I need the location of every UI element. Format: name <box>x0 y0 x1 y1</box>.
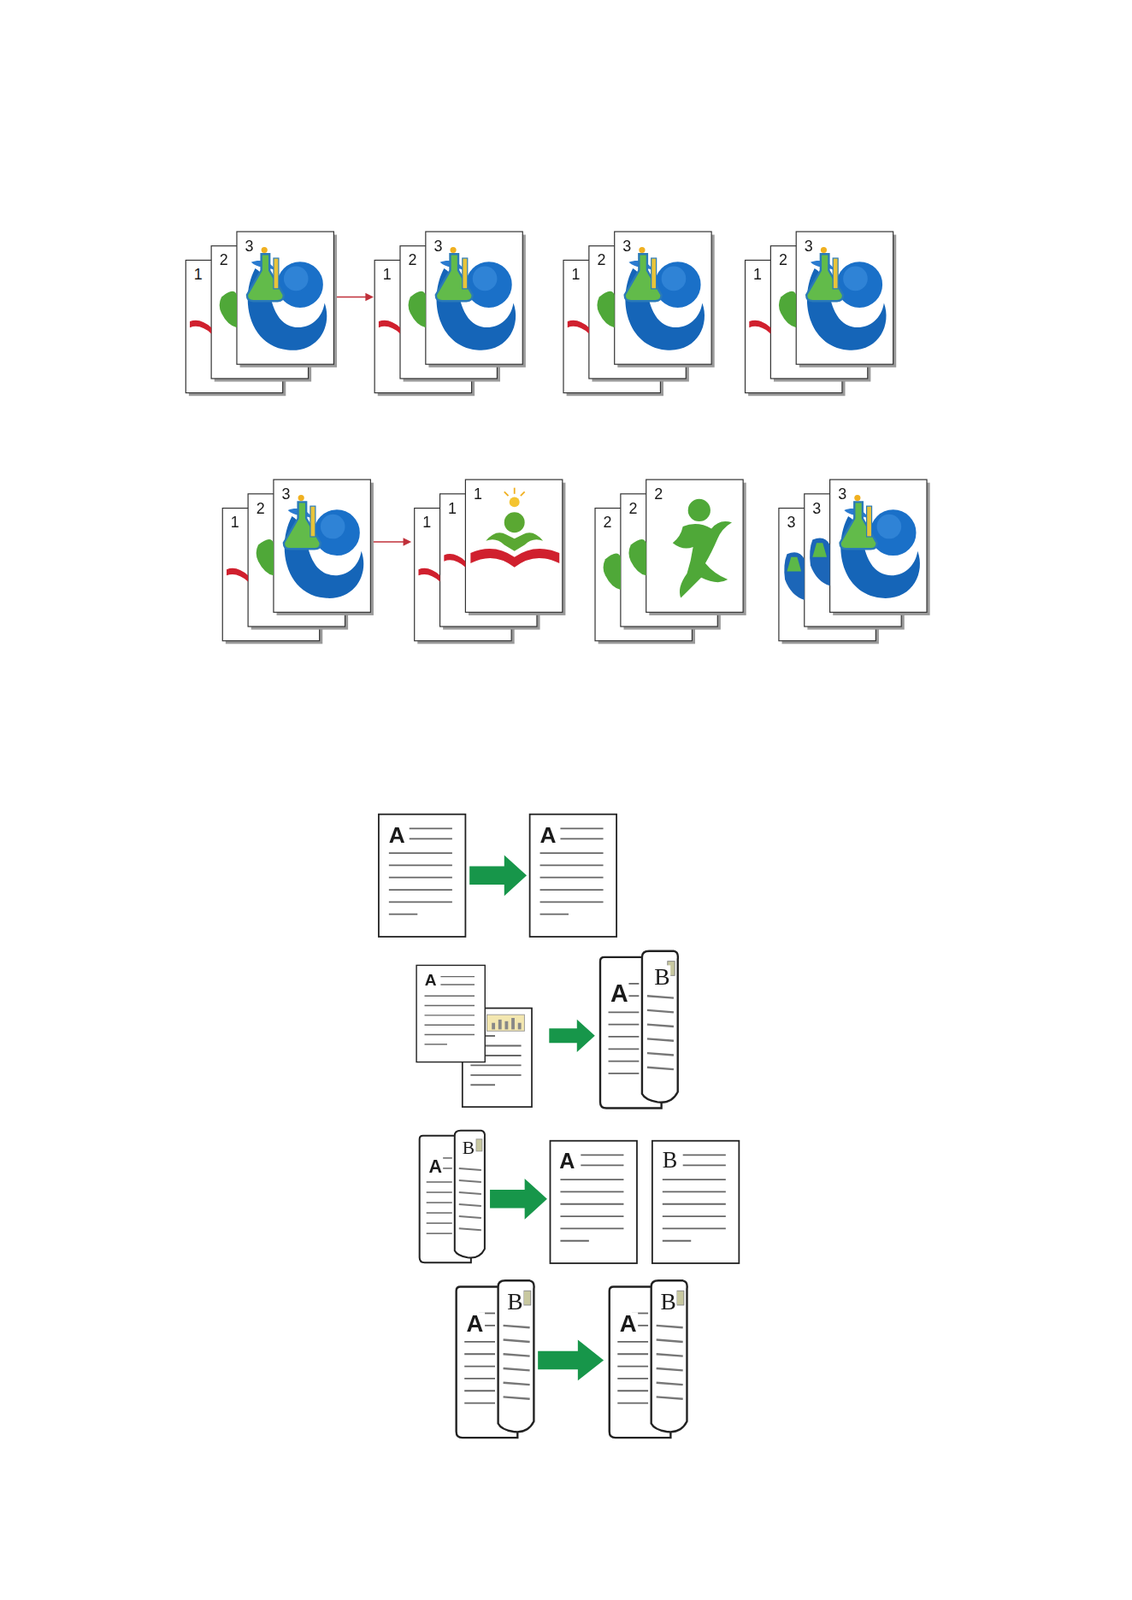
page-number: 2 <box>406 252 418 268</box>
page-letter: A <box>538 825 557 848</box>
page-number: 2 <box>254 500 266 516</box>
page-letter: A <box>609 982 630 1008</box>
page-number: 2 <box>601 514 613 531</box>
page-letter: B <box>461 1138 477 1157</box>
page-letter: A <box>388 825 407 848</box>
page-number: 3 <box>811 500 822 516</box>
page-number: 3 <box>803 237 814 254</box>
page-number: 1 <box>447 500 458 516</box>
page-letter: A <box>618 1312 637 1336</box>
page-number: 1 <box>752 266 763 283</box>
page-number: 3 <box>243 237 254 254</box>
page-number: 1 <box>229 514 241 531</box>
page-number: 1 <box>382 266 393 283</box>
page-number: 1 <box>193 266 204 283</box>
page-letter: B <box>661 1149 679 1172</box>
page-number: 3 <box>837 485 848 502</box>
page-letter: B <box>659 1290 678 1314</box>
page-number: 1 <box>421 514 432 531</box>
page-letter: A <box>465 1312 484 1336</box>
page-letter: A <box>423 972 437 990</box>
page-letter: B <box>506 1290 525 1314</box>
page-number: 2 <box>627 500 638 516</box>
page-number: 1 <box>570 266 581 283</box>
page-number: 2 <box>595 252 607 268</box>
page-number: 3 <box>280 485 291 502</box>
page-number: 2 <box>218 252 229 268</box>
page-letter: A <box>558 1149 577 1172</box>
page-number: 3 <box>432 237 443 254</box>
page-number: 1 <box>472 485 484 502</box>
page-letter: B <box>653 965 672 989</box>
page-letter: A <box>427 1157 443 1176</box>
page-number: 2 <box>653 485 664 502</box>
page-number: 3 <box>785 514 796 531</box>
page-number: 2 <box>778 252 789 268</box>
page-number: 3 <box>621 237 632 254</box>
